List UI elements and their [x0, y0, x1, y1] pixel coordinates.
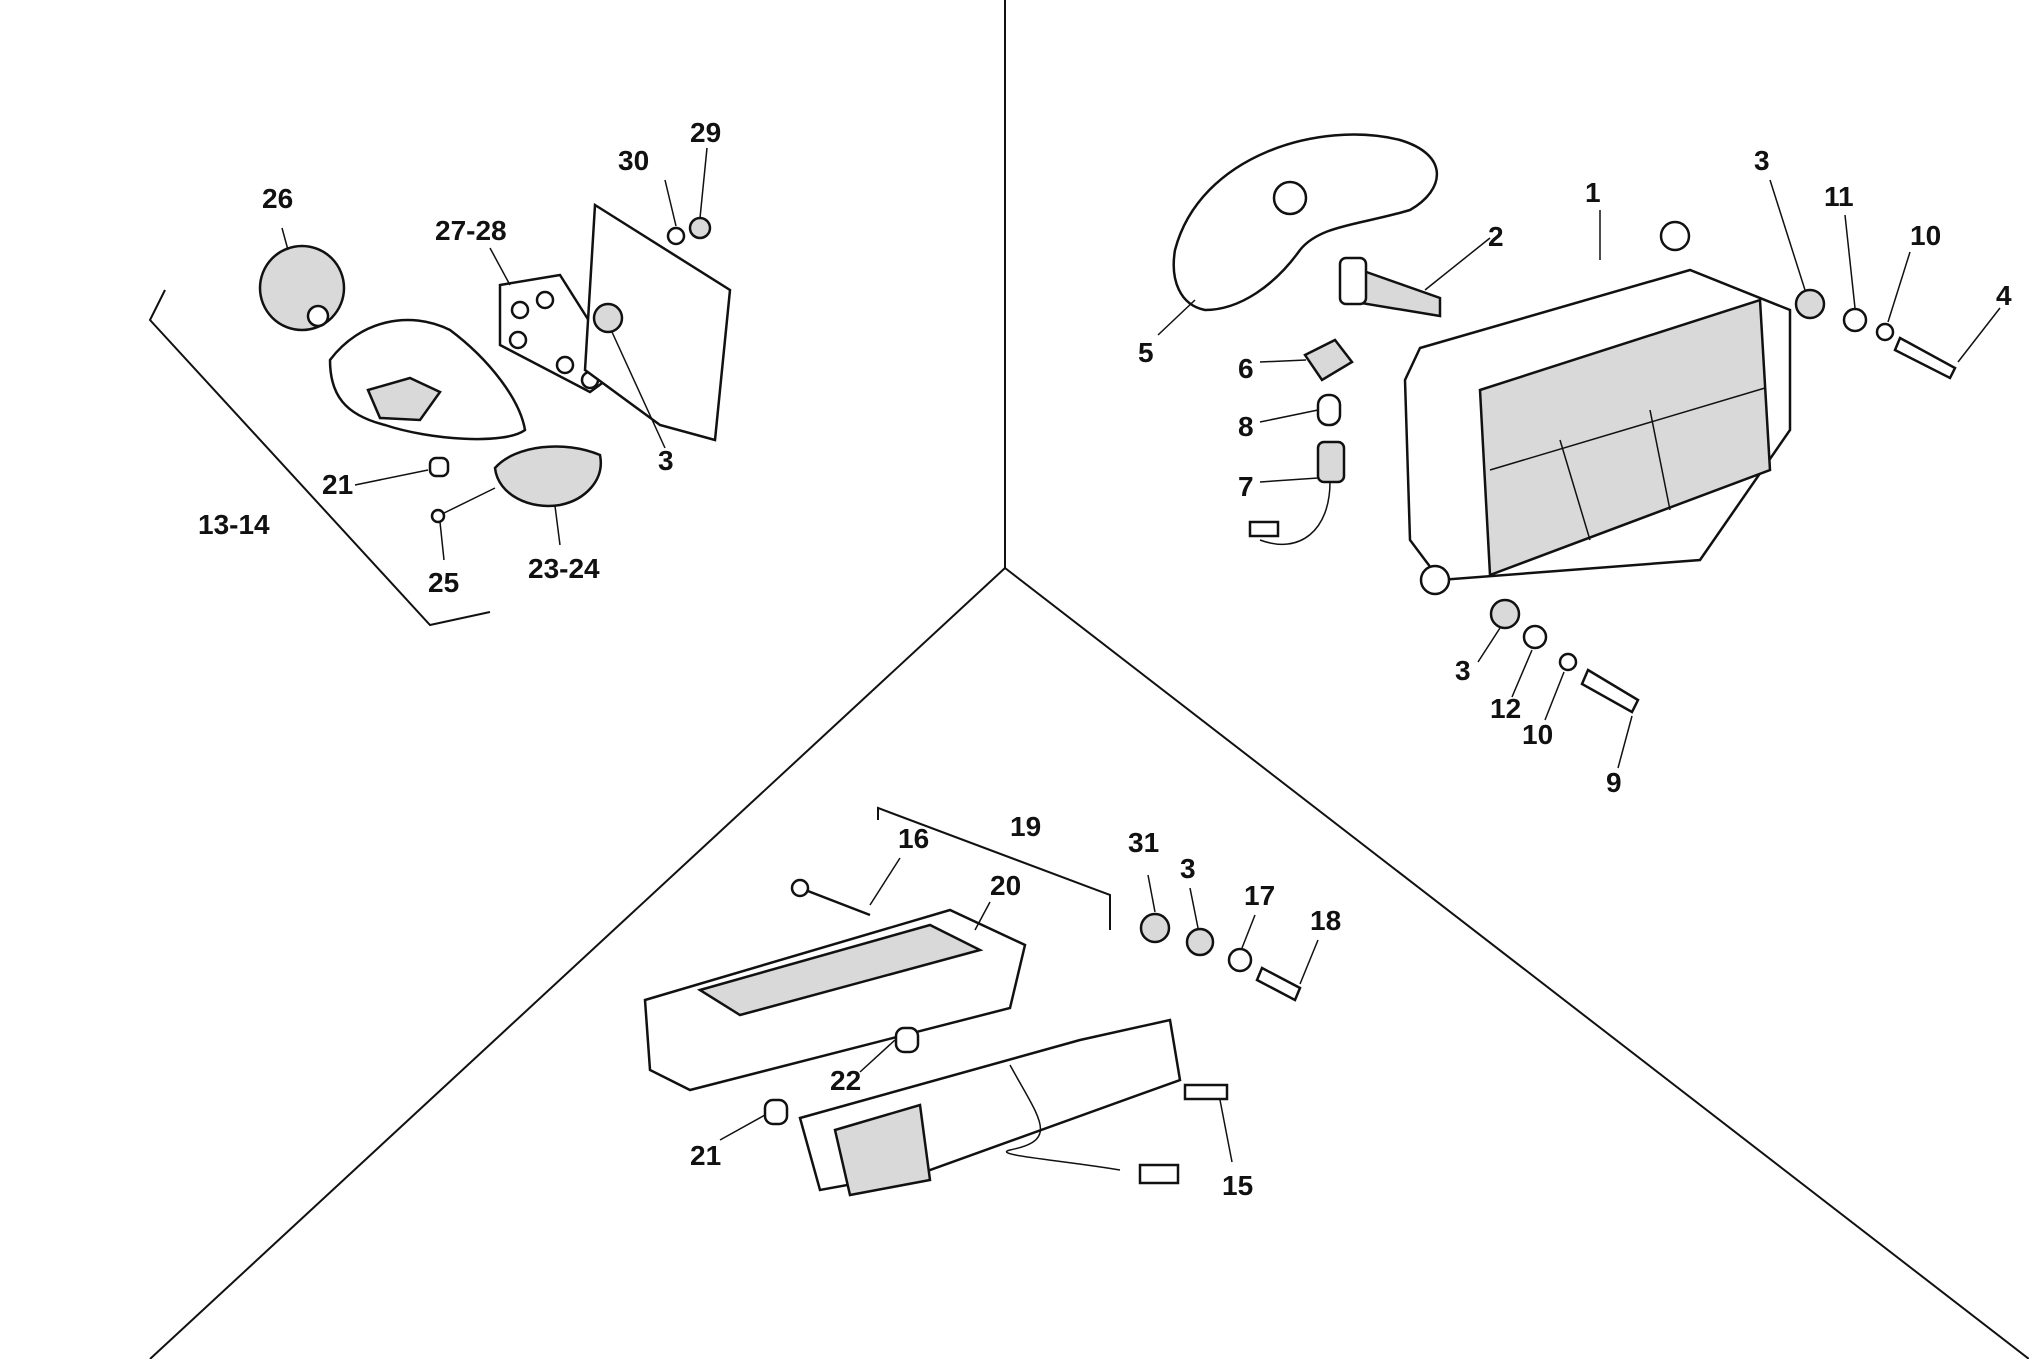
label-21-turn-signal: 21 [322, 469, 353, 500]
label-8: 8 [1238, 411, 1254, 442]
label-17: 17 [1244, 880, 1275, 911]
label-19: 19 [1010, 811, 1041, 842]
label-21-tail-light: 21 [690, 1140, 721, 1171]
turn-signal-icon [148, 147, 732, 627]
label-25: 25 [428, 567, 459, 598]
label-13-14: 13-14 [198, 509, 270, 540]
label-9: 9 [1606, 767, 1622, 798]
label-5: 5 [1138, 337, 1154, 368]
label-30: 30 [618, 145, 649, 176]
label-3-turn-signal: 3 [658, 445, 674, 476]
headlight-assembly-icon [1157, 133, 2001, 769]
label-4: 4 [1996, 280, 2012, 311]
label-31: 31 [1128, 827, 1159, 858]
tail-light-icon [643, 806, 1319, 1197]
label-1: 1 [1585, 177, 1601, 208]
label-12: 12 [1490, 693, 1521, 724]
label-29: 29 [690, 117, 721, 148]
label-10-bottom: 10 [1522, 719, 1553, 750]
section-dividers [149, 0, 2029, 1359]
label-18: 18 [1310, 905, 1341, 936]
label-16: 16 [898, 823, 929, 854]
label-23-24: 23-24 [528, 553, 600, 584]
label-15: 15 [1222, 1170, 1253, 1201]
label-10-top: 10 [1910, 220, 1941, 251]
label-27-28: 27-28 [435, 215, 507, 246]
label-3-headlight-top: 3 [1754, 145, 1770, 176]
label-20: 20 [990, 870, 1021, 901]
label-22: 22 [830, 1065, 861, 1096]
label-3-tail-light: 3 [1180, 853, 1196, 884]
label-2: 2 [1488, 221, 1504, 252]
part-labels: 26 27-28 30 29 3 21 13-14 25 23-24 1 2 3… [198, 117, 2012, 1201]
label-11: 11 [1824, 181, 1854, 212]
label-3-headlight-bottom: 3 [1455, 655, 1471, 686]
label-6: 6 [1238, 353, 1254, 384]
label-26: 26 [262, 183, 293, 214]
label-7: 7 [1238, 471, 1254, 502]
